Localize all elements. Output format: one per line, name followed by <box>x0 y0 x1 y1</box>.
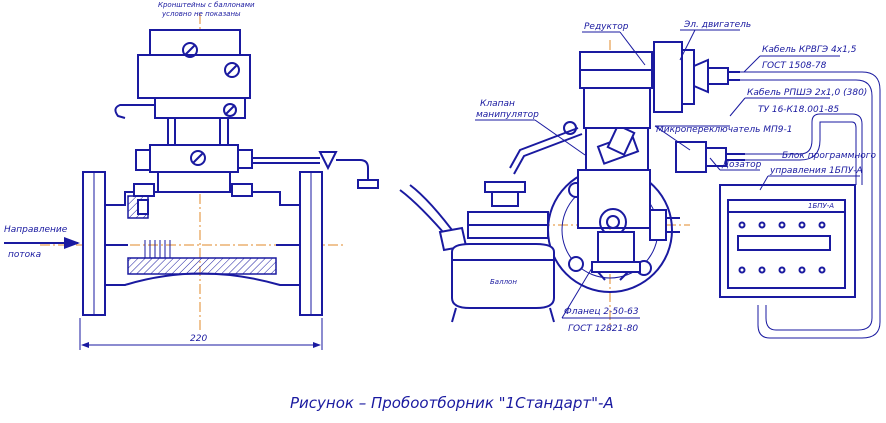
control-unit-buttons <box>738 266 826 274</box>
reducer-label: Редуктор <box>584 22 629 32</box>
control-unit-display <box>737 235 831 251</box>
gas-cylinder <box>451 243 555 309</box>
side-view: 1БПУ-А Баллон Редук <box>399 20 881 339</box>
cable-krvg-label-line2: ГОСТ 1508-78 <box>762 61 827 71</box>
cylinder-label: Баллон <box>490 278 517 286</box>
valve-label-line2: манипулятор <box>476 110 539 120</box>
control-unit-indicators <box>738 221 826 229</box>
control-unit-plate: 1БПУ-А <box>808 202 834 210</box>
flange-label-line1: Фланец 2-50-63 <box>564 307 639 317</box>
valve-body <box>149 144 239 173</box>
flow-direction-label-line2: потока <box>8 250 41 260</box>
pipe-insert-section <box>127 257 277 275</box>
figure-caption: Рисунок – Пробоотборник "1Стандарт"-А <box>290 394 614 412</box>
valve-label-line1: Клапан <box>480 99 515 109</box>
flange-label-line2: ГОСТ 12821-80 <box>568 324 638 334</box>
doser-label: Дозатор <box>721 160 762 170</box>
control-unit-label-line2: управления 1БПУ-А <box>769 166 863 176</box>
control-unit-label-line1: Блок программного <box>782 151 876 161</box>
electric-motor <box>653 41 683 113</box>
cable-krvg-label-line1: Кабель КРВГЭ 4х1,5 <box>762 45 857 55</box>
brackets-note-line2: условно не показаны <box>161 10 241 18</box>
dimension-value: 220 <box>190 334 207 344</box>
flow-direction-label-line1: Направление <box>4 225 68 235</box>
brackets-note-line1: Кронштейны с баллонами <box>158 1 255 9</box>
electric-motor-label: Эл. двигатель <box>683 20 751 30</box>
cable-rpsh-label-line1: Кабель РПШЭ 2х1,0 (380) <box>747 88 867 98</box>
microswitch <box>675 141 707 173</box>
front-view: Кронштейны с баллонами условно не показа… <box>4 1 379 350</box>
microswitch-label: Микропереключатель МП9-1 <box>656 125 792 135</box>
cable-rpsh-label-line2: ТУ 16-К18.001-85 <box>758 105 839 115</box>
